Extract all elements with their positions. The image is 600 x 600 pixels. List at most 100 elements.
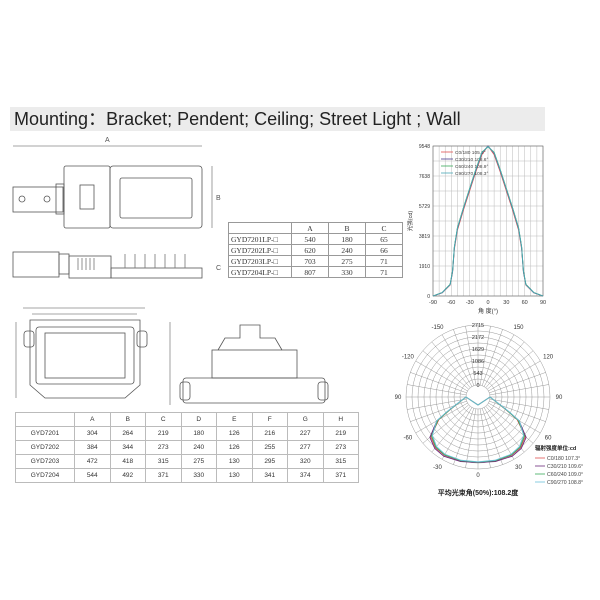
table-cell: 71: [365, 266, 403, 278]
side-view: [217, 324, 283, 351]
side-bracket: [12, 251, 60, 278]
table-cell: 255: [251, 440, 288, 455]
polar-spoke: [487, 350, 534, 390]
table-cell: 130: [216, 454, 253, 469]
y-tick-label: 3819: [419, 234, 430, 240]
nameplate: [79, 184, 95, 210]
table-cell: 295: [251, 454, 288, 469]
table-cell: 65: [365, 233, 403, 245]
table-cell: E: [216, 412, 253, 427]
legend-label: C90/270 108.3°: [455, 171, 488, 177]
table-cell: GYD7201LP-□: [228, 233, 292, 245]
table-cell: 264: [109, 426, 146, 441]
polar-spoke: [488, 360, 541, 392]
table-cell: 275: [328, 255, 366, 267]
radial-tick-label: 1086: [472, 359, 484, 365]
table-cell: 620: [291, 244, 329, 256]
angle-label: 120: [543, 355, 554, 361]
table-cell: C: [365, 222, 403, 234]
table-cell: D: [180, 412, 217, 427]
table-cell: GYD7202LP-□: [228, 244, 292, 256]
table-cell: GYD7203: [15, 454, 75, 469]
driver-fins: [77, 258, 95, 270]
mounting-value: Bracket; Pendent; Ceiling; Street Light …: [106, 109, 461, 129]
polar-spoke: [483, 334, 515, 387]
table-cell: 320: [287, 454, 324, 469]
x-tick-label: 30: [503, 300, 509, 306]
table-cell: 371: [145, 468, 182, 483]
table-cell: GYD7202: [15, 440, 75, 455]
y-tick-label: 0: [427, 294, 430, 300]
table-cell: [15, 412, 75, 427]
mount-knob: [317, 381, 329, 401]
table-cell: [228, 222, 292, 234]
street-light-drawing: A B C: [12, 137, 221, 279]
table-cell: 540: [291, 233, 329, 245]
front-lens: [44, 332, 126, 379]
table-cell: H: [322, 412, 359, 427]
x-tick-label: 0: [486, 300, 489, 306]
table-cell: 71: [365, 255, 403, 267]
table-cell: 227: [287, 426, 324, 441]
side-clamp: [58, 253, 70, 275]
table-cell: 126: [216, 440, 253, 455]
table-cell: 277: [287, 440, 324, 455]
table-cell: B: [328, 222, 366, 234]
mounting-label: Mounting：: [14, 109, 107, 129]
polar-spoke: [407, 398, 467, 410]
table-cell: F: [251, 412, 288, 427]
y-tick-label: 5729: [419, 204, 430, 210]
table-cell: G: [287, 412, 324, 427]
y-tick-label: 9548: [419, 144, 430, 150]
table-cell: 374: [287, 468, 324, 483]
polar-spoke: [489, 372, 546, 394]
angle-label: -120: [402, 355, 415, 361]
polar-spoke: [479, 408, 491, 468]
side-body: [182, 377, 326, 404]
mount-knob: [179, 381, 191, 401]
x-tick-label: -60: [447, 300, 455, 306]
table-cell: 219: [145, 426, 182, 441]
polar-spoke: [481, 408, 503, 465]
legend-label: C30/210 109.6°: [547, 464, 583, 470]
polar-spoke: [410, 400, 467, 422]
polar-spoke: [441, 334, 473, 387]
angle-label: 0: [476, 473, 480, 479]
polar-spoke: [485, 406, 525, 453]
polar-spoke: [415, 360, 468, 392]
table-cell: 371: [322, 468, 359, 483]
lens-window: [119, 177, 193, 219]
x-tick-label: 90: [540, 300, 546, 306]
table-cell: 492: [109, 468, 146, 483]
x-tick-label: -90: [429, 300, 437, 306]
dim-c-label: C: [216, 265, 221, 272]
table-cell: 330: [328, 266, 366, 278]
radial-tick-label: 2172: [472, 335, 484, 341]
table-cell: 240: [180, 440, 217, 455]
dim-b-label: B: [216, 195, 221, 202]
polar-intensity-chart: 05431086162921722715-150150-120120-9090-…: [395, 323, 583, 497]
polar-spoke: [481, 329, 503, 386]
x-tick-label: 60: [522, 300, 528, 306]
table-cell: 384: [74, 440, 111, 455]
table-cell: 472: [74, 454, 111, 469]
side-driver: [211, 349, 298, 379]
radial-tick-label: 2715: [472, 323, 484, 329]
heat-sink-fins: [124, 254, 186, 268]
table-cell: 216: [251, 426, 288, 441]
angle-label: -30: [433, 465, 442, 471]
angle-label: 150: [513, 325, 524, 331]
table-cell: 344: [109, 440, 146, 455]
table-cell: 219: [322, 426, 359, 441]
mounting-header: Mounting：Bracket; Pendent; Ceiling; Stre…: [10, 107, 545, 131]
front-frame: [35, 326, 135, 385]
bracket: [12, 186, 64, 213]
table-cell: 275: [180, 454, 217, 469]
flood-light-drawing: [15, 307, 329, 405]
